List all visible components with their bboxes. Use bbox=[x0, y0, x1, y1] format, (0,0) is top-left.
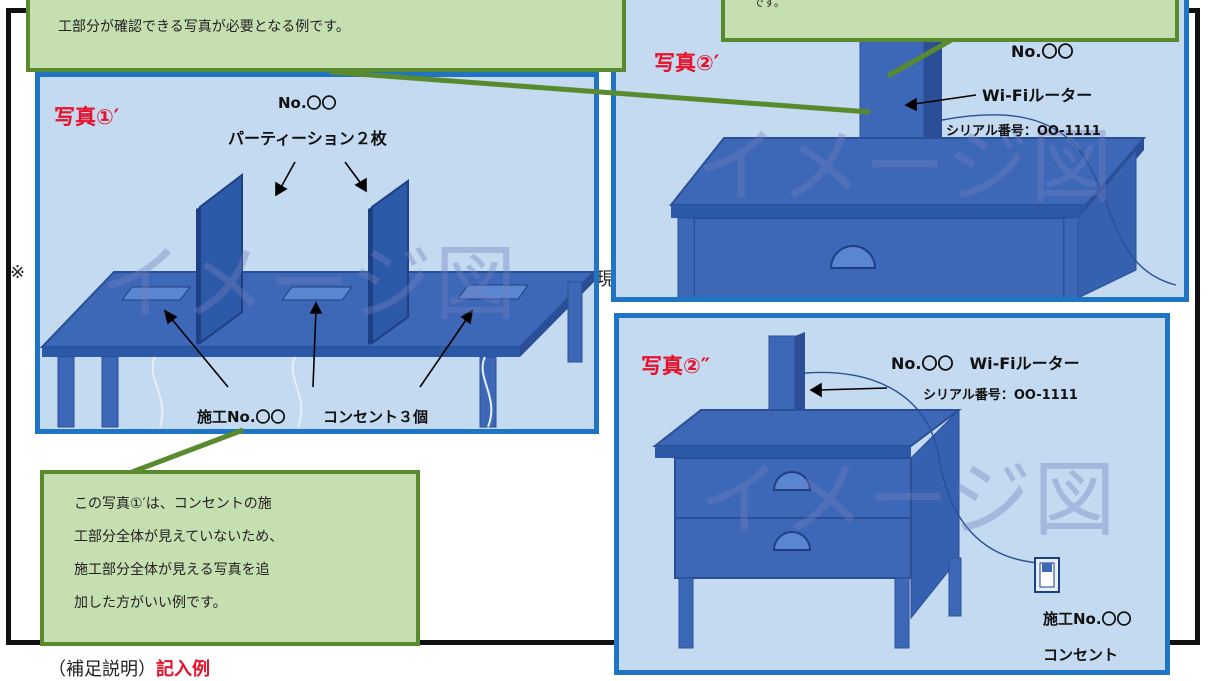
arrowhead bbox=[809, 382, 822, 398]
arrow bbox=[419, 316, 469, 388]
cable bbox=[941, 114, 1177, 286]
desk-leg bbox=[894, 577, 910, 649]
footer-plain: （補足説明） bbox=[48, 659, 156, 680]
note-mark: ※ bbox=[10, 262, 26, 283]
cable bbox=[804, 371, 1040, 564]
table-leg bbox=[567, 281, 583, 363]
desk-leg bbox=[948, 557, 962, 617]
cable bbox=[151, 356, 164, 428]
arrowhead bbox=[163, 309, 178, 325]
partition-edge bbox=[368, 207, 372, 345]
desk-leg bbox=[1063, 217, 1079, 297]
photo-panel-2a: イメージ図 写真②′ No.〇〇 Wi-Fiルーター シリアル番号：OO-111… bbox=[611, 0, 1189, 302]
partition-edge bbox=[196, 207, 200, 345]
footer-red: 記入例 bbox=[156, 659, 210, 680]
desk-illustration-2b bbox=[652, 332, 1060, 649]
drawer-handle bbox=[772, 471, 812, 491]
callout-top-right: です。 bbox=[721, 0, 1179, 42]
desk-drawer bbox=[693, 217, 1065, 297]
arrow bbox=[344, 161, 363, 186]
arrow bbox=[169, 316, 229, 388]
photo-panel-2b: イメージ図 写真②″ No.〇〇 Wi-Fiルーター シリアル番号：OO-111… bbox=[614, 313, 1170, 675]
router-label: Wi-Fiルーター bbox=[982, 86, 1093, 105]
cable bbox=[481, 356, 493, 428]
table-edge bbox=[42, 347, 520, 357]
item-number: No.〇〇 bbox=[1011, 42, 1074, 61]
arrowhead bbox=[309, 301, 323, 314]
item-number: No.〇〇 bbox=[278, 94, 337, 112]
outlet-label: コンセント３個 bbox=[323, 408, 429, 426]
outlet-plate bbox=[280, 286, 354, 301]
watermark: イメージ図 bbox=[699, 453, 1118, 548]
table-leg bbox=[57, 356, 75, 428]
watermark: イメージ図 bbox=[100, 237, 519, 332]
desk-edge bbox=[655, 446, 911, 458]
note-fragment: 現 bbox=[596, 269, 614, 290]
table-leg bbox=[101, 356, 119, 428]
desk-side bbox=[1077, 148, 1137, 297]
arrow bbox=[818, 387, 888, 391]
callout-line: この写真①′は、コンセントの施 bbox=[74, 496, 272, 512]
drawer-handle bbox=[829, 245, 877, 269]
photo-title: 写真②″ bbox=[641, 354, 711, 378]
photo-title: 写真②′ bbox=[654, 51, 720, 75]
arrowhead bbox=[904, 97, 917, 112]
callout-top-left: 工部分が確認できる写真が必要となる例です。 bbox=[26, 0, 626, 72]
callout-bottom: この写真①′は、コンセントの施 工部分全体が見えていないため、 施工部分全体が見… bbox=[40, 470, 420, 646]
callout-line: 加した方がいい例です。 bbox=[74, 595, 227, 611]
callout-line: 施工部分全体が見える写真を追 bbox=[74, 562, 270, 578]
arrowhead bbox=[460, 309, 474, 325]
outlet-label: コンセント bbox=[1043, 646, 1119, 664]
photo-panel-1: イメージ図 写真①′ No.〇〇 パーティーション２枚 施工No.〇〇 コンセン… bbox=[35, 72, 599, 434]
table-illustration-1 bbox=[40, 161, 594, 428]
cable bbox=[291, 356, 303, 428]
partition-label: パーティーション２枚 bbox=[228, 129, 387, 148]
arrow bbox=[913, 94, 977, 105]
arrow bbox=[279, 161, 296, 190]
plug bbox=[1042, 563, 1052, 572]
callout-line: 工部分全体が見えていないため、 bbox=[74, 529, 284, 545]
arrow bbox=[312, 308, 317, 388]
outlet-plate bbox=[120, 286, 192, 301]
watermark: イメージ図 bbox=[696, 120, 1115, 215]
photo-title: 写真①′ bbox=[54, 105, 120, 129]
desk-leg bbox=[677, 217, 695, 297]
outlet-plate bbox=[457, 284, 529, 300]
serial-label: シリアル番号：OO-1111 bbox=[923, 388, 1078, 403]
callout-text: です。 bbox=[753, 0, 785, 9]
desk-leg bbox=[678, 577, 694, 649]
desk-edge bbox=[671, 205, 1086, 218]
drawer-handle bbox=[772, 531, 812, 551]
item-router-label: No.〇〇 Wi-Fiルーター bbox=[891, 354, 1080, 373]
callout-text: 工部分が確認できる写真が必要となる例です。 bbox=[58, 19, 350, 35]
construct-number: 施工No.〇〇 bbox=[197, 408, 286, 426]
serial-label: シリアル番号：OO-1111 bbox=[946, 124, 1101, 139]
footer-caption: （補足説明）記入例 bbox=[48, 655, 210, 681]
arrowhead bbox=[354, 177, 367, 193]
arrowhead bbox=[275, 181, 288, 197]
construct-number: 施工No.〇〇 bbox=[1043, 610, 1132, 628]
